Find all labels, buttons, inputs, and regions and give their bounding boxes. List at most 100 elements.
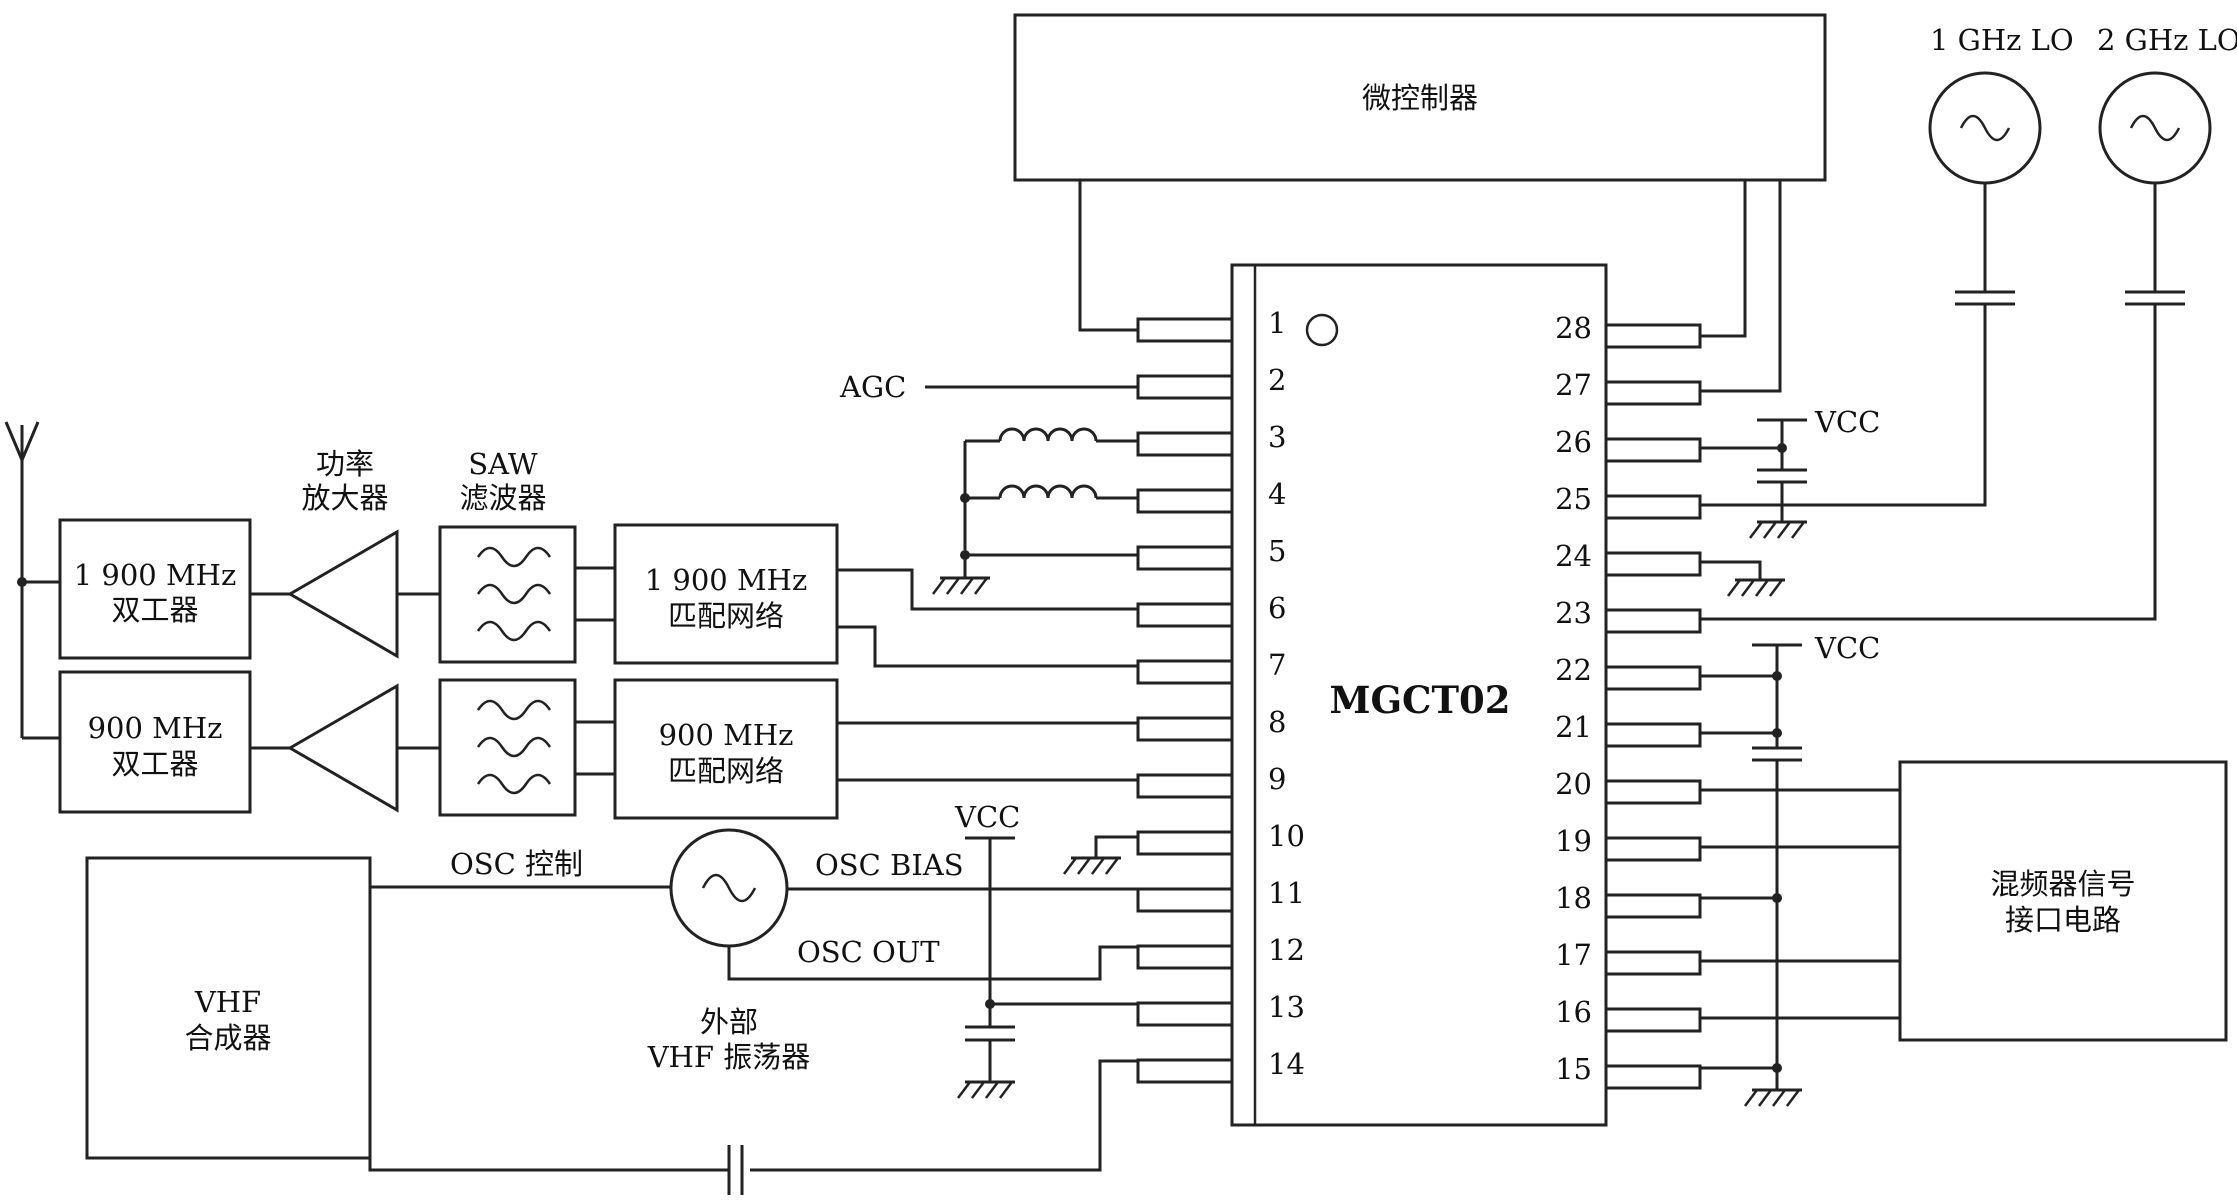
lo1-oscillator-icon xyxy=(1928,71,2042,185)
mixer-interface-box xyxy=(1898,760,2228,1042)
duplexer-900-line2: 双工器 xyxy=(111,747,198,781)
pin-number: 3 xyxy=(1268,420,1286,454)
pin-number: 28 xyxy=(1555,311,1592,345)
vhf-oscillator-icon xyxy=(669,828,789,948)
pa-label-line1: 功率 xyxy=(316,447,374,481)
junction-dot xyxy=(1777,443,1787,453)
pin-number: 21 xyxy=(1555,710,1592,744)
pin-number: 16 xyxy=(1555,995,1592,1029)
inductor-network xyxy=(931,427,1138,596)
pin24-ground-wire xyxy=(1700,560,1762,580)
pin-number: 23 xyxy=(1555,596,1592,630)
pin-number: 18 xyxy=(1555,881,1592,915)
junction-dot xyxy=(1772,728,1782,738)
duplexer-1900-line2: 双工器 xyxy=(111,593,198,627)
match-900-box xyxy=(613,678,839,820)
lo1-label: 1 GHz LO xyxy=(1930,23,2074,57)
pin-number: 13 xyxy=(1268,990,1305,1024)
pin-number: 24 xyxy=(1555,539,1592,573)
pin-number: 26 xyxy=(1555,425,1592,459)
saw-filter-900 xyxy=(438,678,577,817)
right-pin-stubs xyxy=(1604,323,1702,1090)
pin-number: 15 xyxy=(1555,1052,1592,1086)
pin-number: 19 xyxy=(1555,824,1592,858)
mcu-pin1-wire xyxy=(1078,180,1138,332)
vhf-synth-line2: 合成器 xyxy=(184,1021,271,1055)
mcu-pin27-wire xyxy=(1700,180,1782,393)
ground-symbol xyxy=(1726,578,1787,598)
match1900-pin7-wire xyxy=(837,625,1138,668)
pin-number: 12 xyxy=(1268,933,1305,967)
duplexer-1900-box xyxy=(58,518,252,660)
microcontroller-box xyxy=(1013,13,1827,182)
match-1900-box xyxy=(613,523,839,665)
match-900-line2: 匹配网络 xyxy=(668,754,784,788)
vhf-synth-line1: VHF xyxy=(194,985,261,1019)
mixer-line2: 接口电路 xyxy=(2005,903,2121,937)
osc-out-label: OSC OUT xyxy=(797,935,940,969)
osc-out-wire xyxy=(727,945,1138,981)
match-1900-line2: 匹配网络 xyxy=(668,599,784,633)
pin14-wire xyxy=(750,1059,1138,1172)
pin-number: 11 xyxy=(1268,876,1305,910)
agc-label: AGC xyxy=(839,370,906,404)
duplexer-1900-line1: 1 900 MHz xyxy=(74,558,237,592)
osc-bias-label: OSC BIAS xyxy=(815,848,964,882)
antenna-icon xyxy=(4,421,60,740)
lo2-label: 2 GHz LO xyxy=(2097,23,2237,57)
pin-number: 17 xyxy=(1555,938,1592,972)
ground-symbol xyxy=(1062,856,1123,876)
mcu-pin28-wire xyxy=(1700,180,1747,338)
duplexer-900-line1: 900 MHz xyxy=(88,711,223,745)
synth-cap-wire xyxy=(368,1158,729,1172)
left-pin-numbers: 1 2 3 4 5 6 7 8 9 10 11 12 13 14 xyxy=(1268,306,1305,1081)
right-pin-numbers: 28 27 26 25 24 23 22 21 20 19 18 17 16 1… xyxy=(1555,311,1592,1086)
mixer-line1: 混频器信号 xyxy=(1990,867,2135,901)
pin-number: 10 xyxy=(1268,819,1305,853)
ext-osc-line1: 外部 xyxy=(700,1005,758,1039)
pin-number: 5 xyxy=(1268,534,1286,568)
saw-label-line1: SAW xyxy=(468,447,538,481)
match-900-line1: 900 MHz xyxy=(659,718,794,752)
left-pin-stubs xyxy=(1136,317,1234,1084)
lo1-pin25-wire xyxy=(1700,304,1987,507)
pin10-ground-wire xyxy=(1094,835,1138,858)
pin-number: 22 xyxy=(1555,653,1592,687)
osc-control-label: OSC 控制 xyxy=(450,847,583,881)
pin-number: 6 xyxy=(1268,591,1286,625)
ground-symbol xyxy=(1743,1088,1804,1108)
vhf-synth-box xyxy=(85,856,372,1160)
pin-number: 1 xyxy=(1268,306,1286,340)
lo2-pin23-wire xyxy=(1700,304,2157,621)
saw-label-line2: 滤波器 xyxy=(459,481,546,515)
pin-number: 9 xyxy=(1268,762,1286,796)
power-amp-1900 xyxy=(287,529,399,659)
pa-label-line2: 放大器 xyxy=(301,481,388,515)
ground-symbol xyxy=(956,1080,1017,1100)
ground-symbol xyxy=(1748,520,1809,540)
lo2-oscillator-icon xyxy=(2098,71,2212,185)
match-1900-line1: 1 900 MHz xyxy=(645,563,808,597)
pin-number: 4 xyxy=(1268,477,1286,511)
pin-number: 27 xyxy=(1555,368,1592,402)
vcc-label-pin22: VCC xyxy=(1814,631,1880,665)
pin-number: 2 xyxy=(1268,363,1286,397)
pin-number: 7 xyxy=(1268,648,1286,682)
match1900-pin6-wire xyxy=(837,568,1138,611)
power-amp-900 xyxy=(287,683,399,813)
pin-number: 20 xyxy=(1555,767,1592,801)
pin-number: 8 xyxy=(1268,705,1286,739)
junction-dot xyxy=(1772,1063,1782,1073)
chip-body xyxy=(1230,263,1608,1127)
saw-filter-1900 xyxy=(438,525,577,664)
vcc-label-pin26: VCC xyxy=(1814,405,1880,439)
microcontroller-label: 微控制器 xyxy=(1362,81,1478,115)
vcc-label-pin13: VCC xyxy=(954,800,1020,834)
junction-dot xyxy=(1772,671,1782,681)
junction-dot xyxy=(1772,893,1782,903)
pin1-marker xyxy=(1305,313,1339,347)
pin-number: 14 xyxy=(1268,1047,1305,1081)
pin-number: 25 xyxy=(1555,482,1592,516)
chip-name: MGCT02 xyxy=(1329,678,1510,722)
